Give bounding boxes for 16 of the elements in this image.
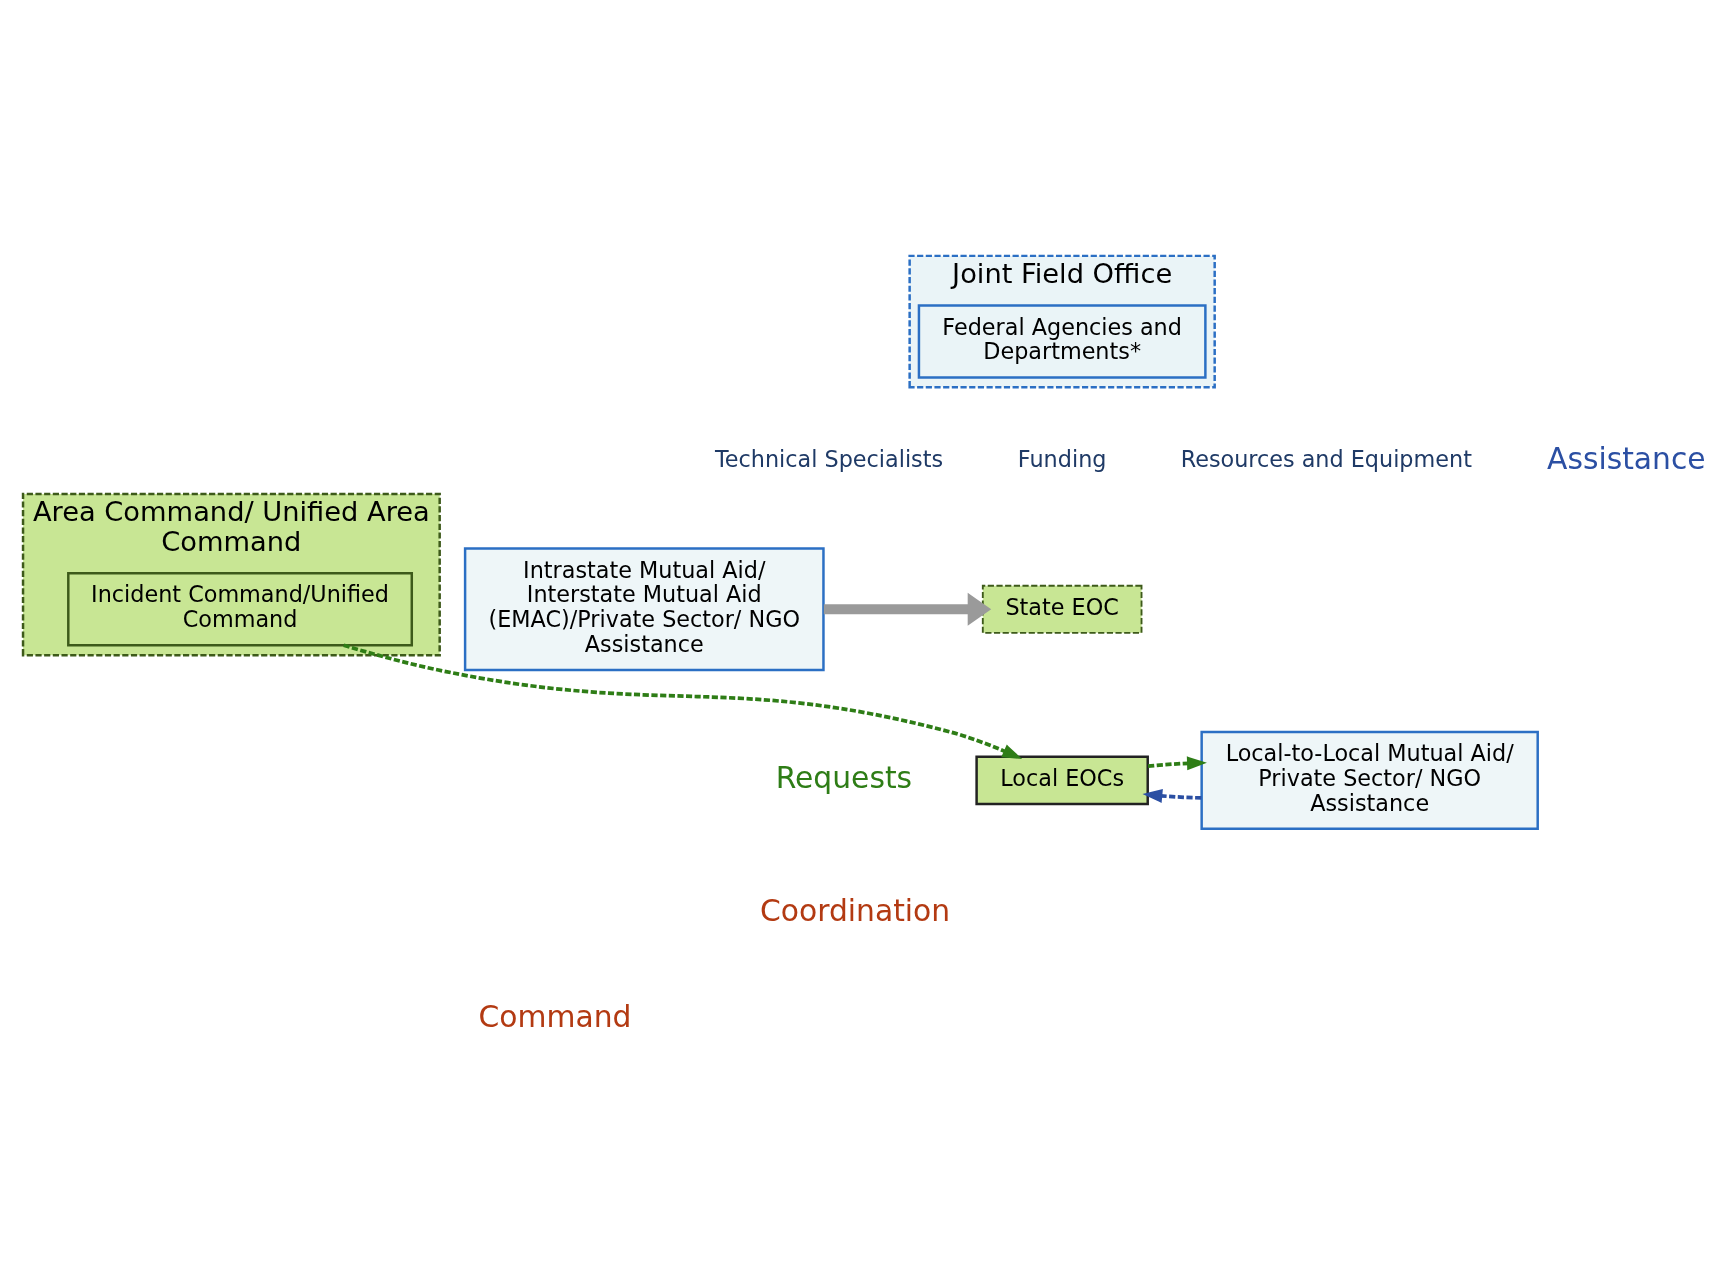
node-box: Intrastate Mutual Aid/ Interstate Mutual Aid (EMAC)/Private Sector/ NGO Assistance (463, 546, 825, 671)
node-box: Federal Agencies and Departments* (917, 303, 1207, 379)
label: Coordination (760, 892, 951, 928)
arrow (823, 592, 992, 626)
label: Requests (775, 759, 913, 795)
node-box: State EOC (981, 584, 1143, 634)
node-box: Local EOCs (975, 755, 1149, 805)
label: Technical Specialists (714, 445, 944, 472)
label: Funding (1017, 445, 1107, 472)
arrow (1147, 755, 1207, 770)
node-box: Local-to-Local Mutual Aid/ Private Sector/ NGO Assistance (1200, 730, 1539, 830)
label: Assistance (1547, 440, 1706, 476)
arrow (1142, 788, 1202, 803)
label: Resources and Equipment (1180, 445, 1472, 472)
node-box: Incident Command/Unified Command (67, 571, 413, 646)
label: Command (478, 998, 632, 1034)
